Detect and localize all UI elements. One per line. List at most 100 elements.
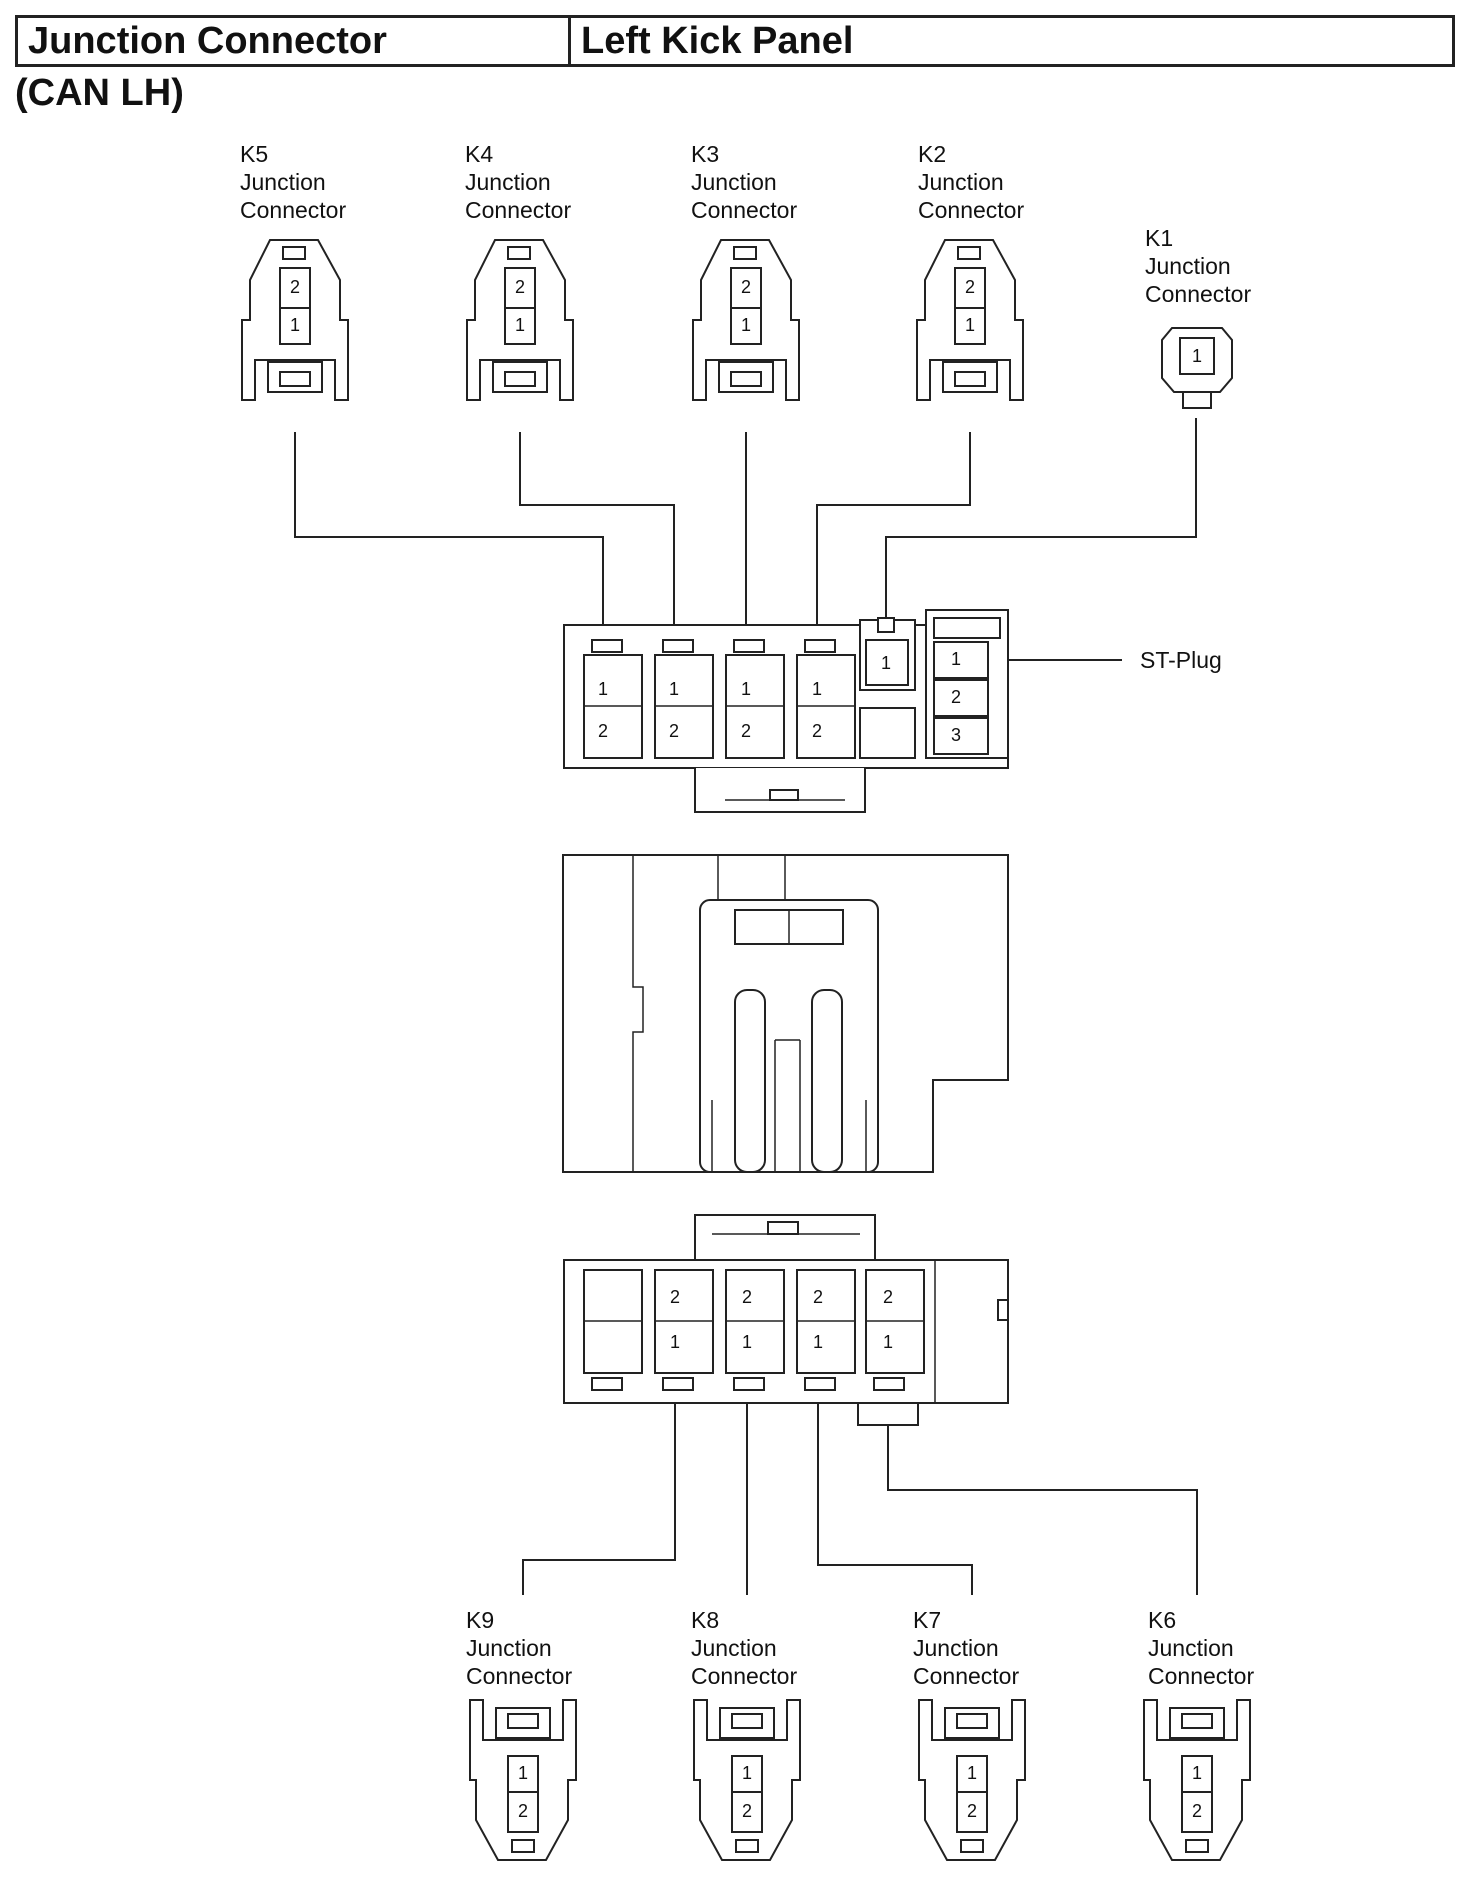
pin-label: 2 xyxy=(515,277,525,297)
connector-line2: Connector xyxy=(1148,1663,1254,1689)
pin-label: 1 xyxy=(812,679,822,699)
connector-line1: Junction xyxy=(918,169,1004,195)
empty-cavity xyxy=(859,707,916,759)
st-plug-top xyxy=(933,617,1001,639)
connector-k7: K7 Junction Connector 1 2 xyxy=(913,1607,1026,1861)
st-plug: 1 2 3 xyxy=(925,609,1009,759)
wire-k1 xyxy=(885,418,1197,620)
connector-k1: K1 Junction Connector 1 xyxy=(1145,225,1251,409)
lock-window xyxy=(1181,1713,1213,1729)
slot-tab xyxy=(873,1377,905,1391)
location-name: Left Kick Panel xyxy=(581,19,854,62)
connector-id: K5 xyxy=(240,141,268,167)
lock-window xyxy=(507,1713,539,1729)
connector-line1: Junction xyxy=(240,169,326,195)
pin-cell xyxy=(507,1755,539,1793)
lock-window xyxy=(954,371,986,387)
connector-k4: K4 Junction Connector 2 1 xyxy=(465,141,574,401)
connector-id: K3 xyxy=(691,141,719,167)
k1-cavity xyxy=(865,639,909,686)
latch xyxy=(511,1839,535,1853)
pin-label: 2 xyxy=(742,1801,752,1821)
wire-k9 xyxy=(522,1390,676,1595)
pin-label: 2 xyxy=(598,721,608,741)
pin-cell xyxy=(956,1791,988,1833)
connector-line2: Connector xyxy=(691,1663,797,1689)
pin-label: 2 xyxy=(518,1801,528,1821)
slot-tab xyxy=(662,1377,694,1391)
subtitle: (CAN LH) xyxy=(15,72,184,114)
lower-slot-2: 2 1 xyxy=(725,1269,785,1391)
component-name: Junction Connector xyxy=(18,18,571,64)
slot-tab xyxy=(804,1377,836,1391)
pin-label: 2 xyxy=(670,1287,680,1307)
pin-cell xyxy=(731,1791,763,1833)
connector-line2: Connector xyxy=(240,197,346,223)
upper-wires xyxy=(294,418,1197,661)
st-plug-pin-cell xyxy=(933,641,989,679)
pin-label: 2 xyxy=(951,687,961,707)
connector-line1: Junction xyxy=(1145,253,1231,279)
pin-label: 1 xyxy=(742,1763,752,1783)
lock-tab xyxy=(1182,391,1212,409)
upper-slot-2: 1 2 xyxy=(654,639,714,759)
housing-rib-left xyxy=(632,855,644,1172)
middle-housing xyxy=(562,854,1009,1173)
lock-window xyxy=(956,1713,988,1729)
lower-slot-4: 2 1 xyxy=(865,1269,925,1391)
pin-label: 1 xyxy=(515,315,525,335)
connector-id: K2 xyxy=(918,141,946,167)
connector-line2: Connector xyxy=(691,197,797,223)
connector-id: K6 xyxy=(1148,1607,1176,1633)
lock-window xyxy=(279,371,311,387)
connector-k9: K9 Junction Connector 1 2 xyxy=(466,1607,577,1861)
slot-tab xyxy=(733,639,765,653)
connector-line1: Junction xyxy=(1148,1635,1234,1661)
connector-line1: Junction xyxy=(465,169,551,195)
lower-slot-3: 2 1 xyxy=(796,1269,856,1391)
pin-label: 1 xyxy=(290,315,300,335)
connector-k6: K6 Junction Connector 1 2 xyxy=(1143,1607,1254,1861)
pin-label: 2 xyxy=(742,1287,752,1307)
slot-tab xyxy=(591,1377,623,1391)
pin-cell xyxy=(1181,1755,1213,1793)
pin-label: 2 xyxy=(741,277,751,297)
pin-label: 1 xyxy=(742,1332,752,1352)
pin-label: 2 xyxy=(741,721,751,741)
pin-label: 1 xyxy=(741,315,751,335)
pin-cell xyxy=(279,267,311,309)
upper-connector-block: 1 2 1 2 1 2 1 2 1 xyxy=(563,609,1222,813)
lock-window xyxy=(504,371,536,387)
connector-k5: K5 Junction Connector 2 1 xyxy=(240,141,349,401)
pin-cell xyxy=(954,307,986,345)
block-bottom-lug xyxy=(857,1402,919,1426)
pin-label: 1 xyxy=(598,679,608,699)
pin-label: 1 xyxy=(883,1332,893,1352)
block-side-tab xyxy=(997,1299,1009,1321)
pin-label: 1 xyxy=(1192,1763,1202,1783)
lower-slot-empty xyxy=(583,1269,643,1391)
connector-line1: Junction xyxy=(691,1635,777,1661)
upper-slot-3: 1 2 xyxy=(725,639,785,759)
wire-k2 xyxy=(816,432,971,640)
pin-label: 2 xyxy=(883,1287,893,1307)
pin-cell xyxy=(1181,1791,1213,1833)
connector-line2: Connector xyxy=(1145,281,1251,307)
slot-tab xyxy=(662,639,694,653)
upper-slot-1: 1 2 xyxy=(583,639,643,759)
pin-label: 3 xyxy=(951,725,961,745)
connector-line2: Connector xyxy=(918,197,1024,223)
wire-k7 xyxy=(817,1390,973,1595)
upper-slot-4: 1 2 xyxy=(796,639,856,759)
pin-label: 1 xyxy=(881,653,891,673)
latch xyxy=(507,246,531,260)
pin-label: 1 xyxy=(669,679,679,699)
pin-cell xyxy=(507,1791,539,1833)
pin-label: 2 xyxy=(813,1287,823,1307)
pin-cell xyxy=(730,307,762,345)
block-foot-notch xyxy=(769,789,799,801)
lower-wires xyxy=(522,1390,1198,1595)
pin-label: 2 xyxy=(669,721,679,741)
pin-cell xyxy=(954,267,986,309)
